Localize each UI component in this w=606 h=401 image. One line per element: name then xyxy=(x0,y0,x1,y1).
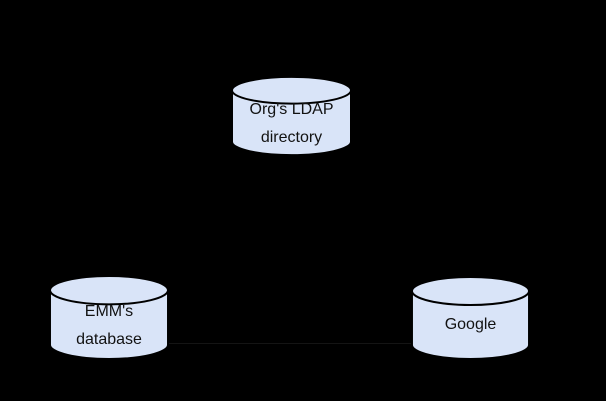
database-cylinder-icon xyxy=(231,76,352,156)
cylinder-body xyxy=(231,90,352,156)
cylinder-top xyxy=(411,276,530,306)
node-emm-database: EMM's database xyxy=(49,275,169,360)
cylinder-body xyxy=(49,290,169,360)
cylinder-body xyxy=(411,291,530,360)
node-org-ldap-directory: Org's LDAP directory xyxy=(231,76,352,156)
cylinder-top xyxy=(231,76,352,105)
cylinder-top xyxy=(49,275,169,306)
connector-line-emm-google xyxy=(169,343,411,344)
database-cylinder-icon xyxy=(49,275,169,360)
node-google: Google xyxy=(411,276,530,360)
database-cylinder-icon xyxy=(411,276,530,360)
